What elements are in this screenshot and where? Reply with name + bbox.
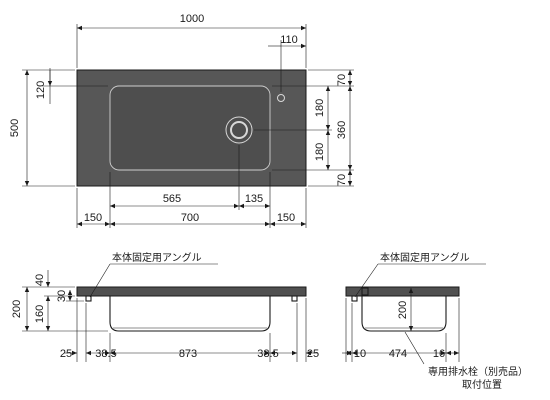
dim-right-upper-half: 180: [314, 99, 326, 117]
top-view: 1000 110 500 120 70 180 360 180 70: [9, 13, 354, 228]
dim-depth-total: 500: [9, 119, 21, 137]
front-angle-label: 本体固定用アングル: [112, 251, 202, 264]
dim-front-right-flange: 25: [307, 348, 319, 360]
dim-drain-offset: 565: [163, 193, 181, 205]
dim-front-right-offset: 38.5: [257, 348, 278, 360]
dim-bowl-depth: 360: [336, 121, 348, 139]
drain-note-line1: 専用排水栓（別売品）: [428, 365, 528, 378]
dim-front-height-total: 200: [11, 300, 23, 318]
dim-width-total: 1000: [180, 13, 204, 25]
drain-inner-ring: [230, 121, 248, 139]
dim-side-bowl-height: 200: [397, 301, 409, 319]
dim-left-margin: 150: [84, 212, 102, 224]
dim-overflow-offset: 110: [280, 34, 298, 46]
dim-right-lower-half: 180: [314, 143, 326, 161]
front-view-bowl: [109, 296, 271, 332]
side-view-fixing-angle: [351, 295, 358, 302]
side-angle-label: 本体固定用アングル: [380, 251, 470, 264]
dim-front-angle-height: 30: [56, 290, 68, 302]
side-view-bowl: [361, 296, 447, 332]
drain-note-line2: 取付位置: [462, 378, 502, 391]
dim-side-depth: 474: [389, 348, 407, 360]
front-view: 本体固定用アングル 200 40 160 30 25 38.5 873 38.5…: [11, 251, 319, 362]
dim-right-top-margin: 70: [336, 74, 348, 86]
front-view-fixing-angle: [85, 295, 92, 302]
side-view-back-strip: [361, 287, 369, 296]
dim-bowl-width: 700: [181, 212, 199, 224]
side-view: 本体固定用アングル 200 10 474 16 専用排水栓（別売品） 取付位置: [342, 251, 528, 391]
front-view-counter-slab: [76, 286, 307, 297]
side-view-counter-slab: [345, 286, 460, 297]
dim-side-left-flange: 10: [354, 348, 366, 360]
dim-front-left-offset: 38.5: [95, 348, 116, 360]
dim-front-bowl-height: 160: [34, 305, 46, 323]
dim-drain-to-edge: 135: [245, 193, 263, 205]
drain-outer-ring: [225, 116, 253, 144]
dim-back-margin: 120: [35, 81, 47, 99]
top-view-bowl-outline: [109, 85, 271, 171]
dim-right-bottom-margin: 70: [336, 174, 348, 186]
front-view-fixing-angle-right: [291, 295, 298, 302]
dim-right-margin: 150: [277, 212, 295, 224]
dim-side-right-offset: 16: [433, 348, 445, 360]
dim-front-top-part: 40: [34, 274, 46, 286]
dim-front-left-flange: 25: [60, 348, 72, 360]
dim-front-bowl-width: 873: [179, 348, 197, 360]
overflow-hole: [277, 94, 285, 102]
